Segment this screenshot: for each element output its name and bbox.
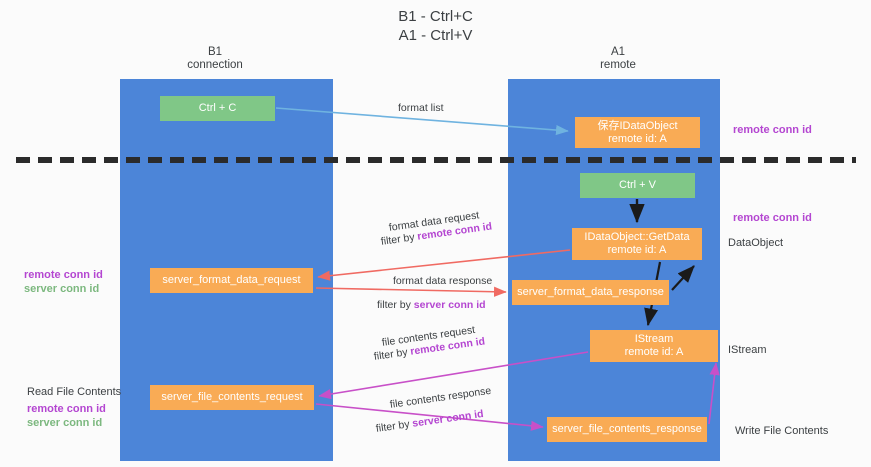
box-istream[interactable]: IStream remote id: A bbox=[590, 330, 718, 362]
dashed-divider bbox=[16, 157, 856, 163]
box-idataobject[interactable]: 保存IDataObject remote id: A bbox=[575, 117, 700, 148]
note-remote-conn-id-top: remote conn id bbox=[733, 124, 812, 136]
edge-label-format-data-response-filter: filter by server conn id bbox=[377, 298, 486, 312]
filter-key-server-conn-id: server conn id bbox=[411, 407, 485, 430]
edge-label-format-data-response: format data response bbox=[393, 275, 493, 287]
filter-prefix: filter by bbox=[375, 417, 414, 435]
note-server-conn-id: server conn id bbox=[27, 417, 103, 429]
lane-header-a1: A1 remote bbox=[600, 46, 636, 71]
lane-header-b1: B1 connection bbox=[187, 46, 243, 71]
note-remote-conn-id-mid: remote conn id bbox=[733, 212, 812, 224]
box-server-file-contents-response[interactable]: server_file_contents_response bbox=[547, 417, 707, 442]
box-ctrl-v[interactable]: Ctrl + V bbox=[580, 173, 695, 198]
note-remote-conn-id: remote conn id bbox=[27, 403, 106, 415]
note-left-conn-ids-top: remote conn id server conn id bbox=[24, 268, 103, 296]
note-dataobject: DataObject bbox=[728, 237, 784, 249]
note-istream: IStream bbox=[728, 344, 767, 356]
box-server-file-contents-request[interactable]: server_file_contents_request bbox=[150, 385, 314, 410]
note-remote-conn-id: remote conn id bbox=[24, 269, 103, 281]
box-server-format-data-response[interactable]: server_format_data_response bbox=[512, 280, 669, 305]
note-server-conn-id: server conn id bbox=[24, 283, 100, 295]
box-ctrl-c[interactable]: Ctrl + C bbox=[160, 96, 275, 121]
box-idataobject-getdata[interactable]: IDataObject::GetData remote id: A bbox=[572, 228, 702, 260]
note-left-conn-ids-bottom: remote conn id server conn id bbox=[27, 402, 106, 430]
edge-label-format-list: format list bbox=[398, 102, 444, 114]
filter-key-server-conn-id: server conn id bbox=[413, 299, 486, 311]
note-read-file-contents: Read File Contents bbox=[27, 386, 122, 398]
box-server-format-data-request[interactable]: server_format_data_request bbox=[150, 268, 313, 293]
filter-prefix: filter by bbox=[373, 345, 412, 363]
note-write-file-contents: Write File Contents bbox=[735, 425, 829, 437]
filter-prefix: filter by bbox=[380, 230, 419, 248]
page-title: B1 - Ctrl+C A1 - Ctrl+V bbox=[398, 8, 473, 44]
filter-prefix: filter by bbox=[377, 299, 414, 311]
